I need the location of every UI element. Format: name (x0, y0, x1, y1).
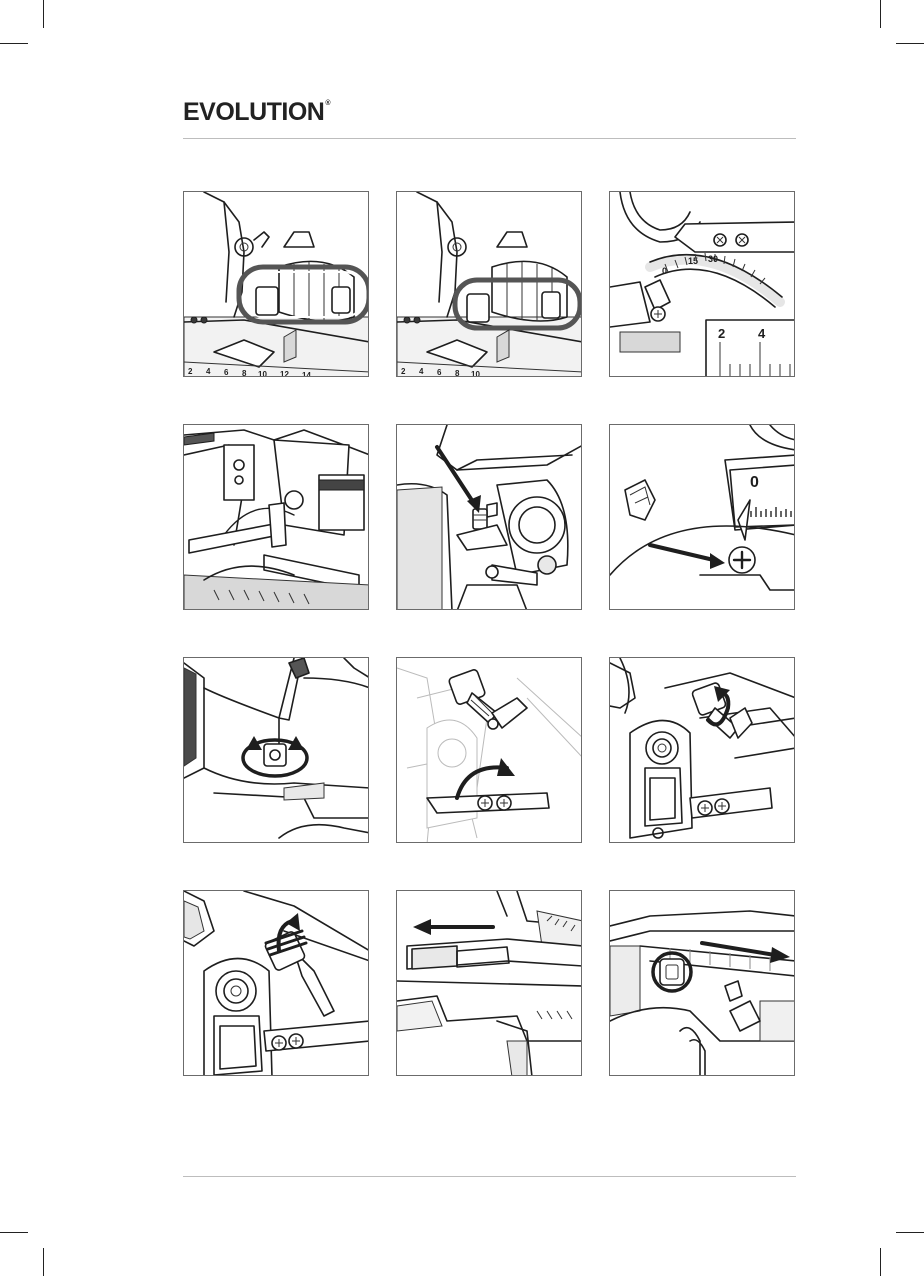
scale-label: 0 (750, 474, 759, 491)
figure-8-release-knob (396, 657, 582, 843)
figure-4-saw-overview (183, 424, 369, 610)
figure-1-bevel-lock-lever: 2 4 6 8 10 12 14 (183, 191, 369, 377)
crop-mark (880, 0, 881, 28)
scale-label: 6 (437, 368, 442, 377)
figure-3-bevel-scale-pointer: 0 15 30 2 4 (609, 191, 795, 377)
crop-mark (0, 43, 28, 44)
crop-mark (896, 43, 924, 44)
brand-logo: EVOLUTION® (183, 100, 330, 125)
scale-label: 2 (188, 367, 193, 376)
scale-label: 10 (258, 370, 267, 377)
scale-label: 14 (302, 371, 311, 377)
scale-label: 2 (718, 326, 725, 341)
figure-9-loosen-knob (609, 657, 795, 843)
scale-label: 2 (401, 367, 406, 376)
figure-2-bevel-lock-lever-released: 2 4 6 8 10 (396, 191, 582, 377)
crop-mark (43, 1248, 44, 1276)
scale-label: 8 (455, 369, 460, 377)
brand-logo-text: EVOLUTION (183, 98, 324, 126)
scale-label: 15 (688, 256, 698, 266)
footer-rule (183, 1176, 796, 1177)
scale-label: 4 (758, 326, 766, 341)
figure-6-bevel-pointer-screw: 0 (609, 424, 795, 610)
scale-label: 30 (708, 254, 718, 264)
crop-mark (43, 0, 44, 28)
figure-7-rotate-adjusting-bolt (183, 657, 369, 843)
header-rule (183, 138, 796, 139)
crop-mark (0, 1232, 28, 1233)
scale-label: 4 (206, 367, 211, 376)
scale-label: 12 (280, 370, 289, 377)
scale-label: 4 (419, 367, 424, 376)
scale-label: 8 (242, 369, 247, 377)
figure-12-fence-lock-knob (609, 890, 795, 1076)
crop-mark (880, 1248, 881, 1276)
figure-10-tighten-knob (183, 890, 369, 1076)
registered-mark: ® (325, 100, 330, 107)
scale-label: 0 (662, 266, 667, 276)
scale-label: 10 (471, 370, 480, 377)
figure-11-slide-fence-left (396, 890, 582, 1076)
crop-mark (896, 1232, 924, 1233)
scale-label: 6 (224, 368, 229, 377)
figure-5-bevel-stop-screw (396, 424, 582, 610)
